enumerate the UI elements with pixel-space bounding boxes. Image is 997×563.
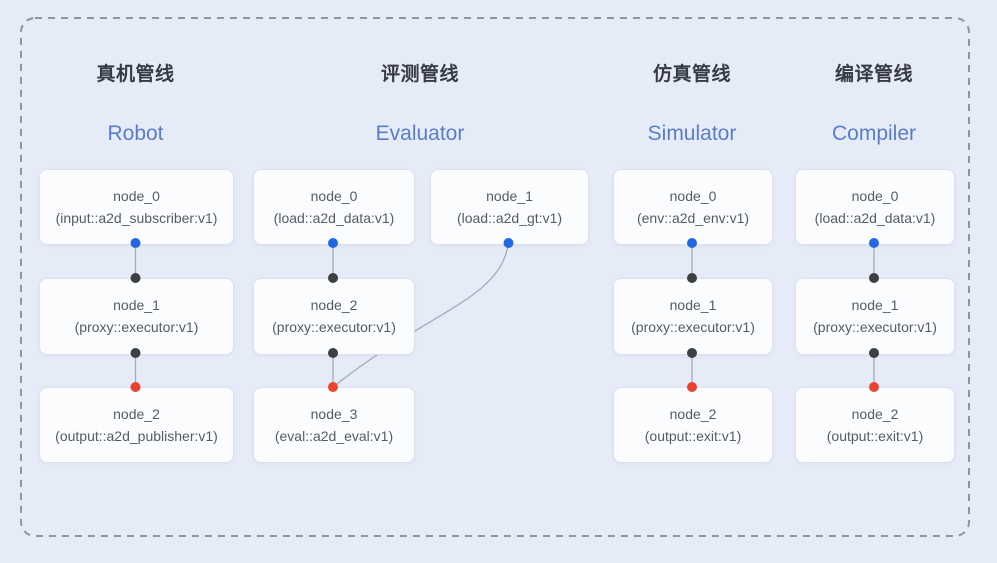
simulator-node-0: node_0 (env::a2d_env:v1) bbox=[613, 169, 773, 245]
node-title: node_1 bbox=[851, 297, 899, 313]
node-title: node_2 bbox=[851, 405, 899, 422]
node-subtitle: (proxy::executor:v1) bbox=[74, 319, 199, 335]
node-title: node_0 bbox=[851, 187, 899, 204]
node-subtitle: (input::a2d_subscriber:v1) bbox=[55, 209, 218, 226]
node-title: node_0 bbox=[669, 187, 717, 204]
evaluator-pipeline-name: Evaluator bbox=[375, 122, 465, 145]
robot-pipeline-name: Robot bbox=[107, 122, 164, 145]
node-title: node_0 bbox=[310, 187, 358, 204]
node-subtitle: (proxy::executor:v1) bbox=[631, 319, 755, 335]
node-subtitle: (output::a2d_publisher:v1) bbox=[55, 427, 218, 444]
evaluator-node-3: node_3 (eval::a2d_eval:v1) bbox=[253, 387, 415, 463]
node-title: node_1 bbox=[669, 297, 717, 313]
compiler-node-0: node_0 (load::a2d_data:v1) bbox=[795, 169, 955, 245]
node-subtitle: (eval::a2d_eval:v1) bbox=[274, 427, 394, 444]
evaluator-node-2: node_2 (proxy::executor:v1) bbox=[253, 278, 415, 355]
robot-node-0: node_0 (input::a2d_subscriber:v1) bbox=[39, 169, 234, 245]
node-subtitle: (load::a2d_data:v1) bbox=[814, 209, 936, 226]
compiler-node-1: node_1 (proxy::executor:v1) bbox=[795, 278, 955, 355]
robot-node-1: node_1 (proxy::executor:v1) bbox=[39, 278, 234, 355]
node-subtitle: (proxy::executor:v1) bbox=[813, 319, 937, 335]
node-subtitle: (output::exit:v1) bbox=[826, 427, 924, 444]
node-title: node_2 bbox=[310, 297, 358, 313]
node-title: node_3 bbox=[310, 405, 358, 422]
evaluator-node-1: node_1 (load::a2d_gt:v1) bbox=[430, 169, 589, 245]
simulator-pipeline-name: Simulator bbox=[647, 122, 737, 145]
node-title: node_1 bbox=[486, 187, 533, 204]
node-subtitle: (output::exit:v1) bbox=[644, 427, 742, 444]
compiler-pipeline-name: Compiler bbox=[831, 122, 917, 145]
node-subtitle: (load::a2d_gt:v1) bbox=[456, 209, 563, 226]
robot-pipeline-title-zh: 真机管线 bbox=[96, 64, 175, 85]
node-title: node_2 bbox=[113, 405, 160, 422]
compiler-pipeline-title-zh: 编译管线 bbox=[834, 64, 913, 85]
simulator-node-2: node_2 (output::exit:v1) bbox=[613, 387, 773, 463]
node-title: node_2 bbox=[669, 405, 717, 422]
node-subtitle: (env::a2d_env:v1) bbox=[636, 209, 750, 226]
evaluator-node-0: node_0 (load::a2d_data:v1) bbox=[253, 169, 415, 245]
robot-node-2: node_2 (output::a2d_publisher:v1) bbox=[39, 387, 234, 463]
node-title: node_0 bbox=[113, 187, 160, 204]
node-subtitle: (load::a2d_data:v1) bbox=[273, 209, 395, 226]
node-title: node_1 bbox=[113, 297, 160, 313]
node-subtitle: (proxy::executor:v1) bbox=[272, 319, 396, 335]
compiler-node-2: node_2 (output::exit:v1) bbox=[795, 387, 955, 463]
simulator-pipeline-title-zh: 仿真管线 bbox=[652, 64, 731, 85]
evaluator-pipeline-title-zh: 评测管线 bbox=[380, 64, 459, 85]
simulator-node-1: node_1 (proxy::executor:v1) bbox=[613, 278, 773, 355]
